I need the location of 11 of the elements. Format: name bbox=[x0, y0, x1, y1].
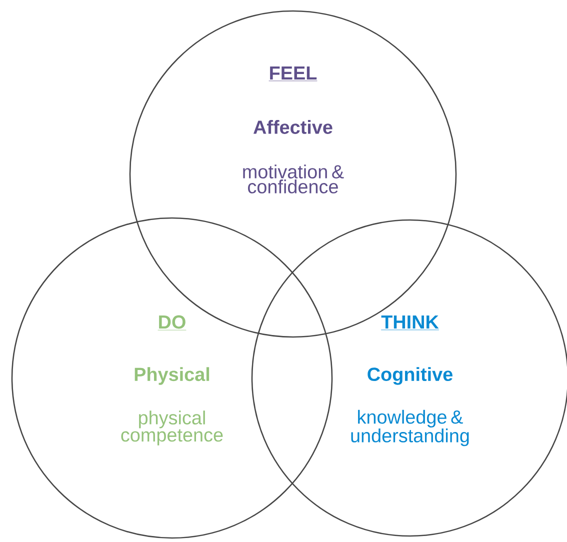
heading: FEEL bbox=[268, 66, 318, 82]
subheading: Physical bbox=[134, 367, 210, 385]
heading: DO bbox=[158, 315, 186, 330]
venn-circle bbox=[129, 10, 457, 338]
heading: THINK bbox=[380, 316, 440, 330]
description: knowledge & understanding bbox=[351, 410, 469, 446]
description: motivation & confidence bbox=[243, 164, 344, 194]
venn-circle bbox=[11, 217, 333, 539]
subheading: Cognitive bbox=[368, 367, 452, 385]
description: physical competence bbox=[121, 410, 223, 446]
subheading: Affective bbox=[254, 120, 332, 134]
